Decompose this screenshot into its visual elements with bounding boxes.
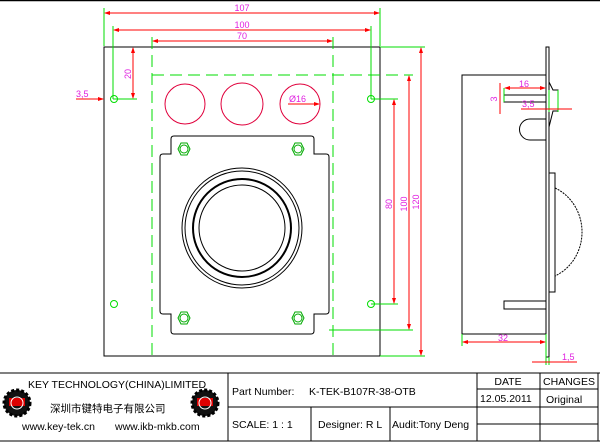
dim-plate-thickness: 1,5 [562,352,575,362]
part-number-label: Part Number: [232,386,294,398]
dim-hole-spacing-y: 80 [384,199,394,209]
dim-depth: 32 [498,333,508,343]
audit: Audit:Tony Deng [392,419,469,431]
dim-pin-length: 16 [519,79,529,89]
dim-knob-depth: 3,5 [522,99,535,109]
logo-left [2,388,32,418]
side-view: 16 3 3,5 32 1,5 [461,46,583,365]
company-name-cn: 深圳市键特电子有限公司 [50,402,166,415]
scale: SCALE: 1 : 1 [232,419,293,431]
led [519,118,546,141]
trackball [181,167,303,289]
bottom-bracket [503,300,547,310]
dim-hole-spacing-x: 100 [234,20,249,30]
dimension-lines [76,11,423,356]
front-panel-outline [103,46,381,357]
key-cap [548,81,559,128]
key-hole [164,83,206,125]
ball-bezel [548,172,556,293]
bolt-icon [177,311,191,325]
ball-dome [554,187,583,277]
dim-top-to-hole: 20 [123,69,133,79]
bolt-icon [291,142,305,156]
center-lines [103,8,425,357]
front-view: 107 100 70 20 3,5 Ø16 80 100 120 [76,3,425,357]
key-holes [164,82,321,126]
logo-right [190,388,220,418]
website-2: www.ikb-mkb.com [114,421,200,433]
company-name: KEY TECHNOLOGY(CHINA)LIMITED [28,379,207,391]
title-block: KEY TECHNOLOGY(CHINA)LIMITED 深圳市键特电子有限公司… [0,372,600,442]
mounting-bolts [177,142,305,325]
dim-ball-zone-width: 70 [237,31,247,41]
dim-zone-height: 100 [399,196,409,211]
side-body [461,74,547,335]
designer: Designer: R L [318,419,382,431]
bolt-icon [291,311,305,325]
trackball-module-outline [159,135,330,335]
dim-height-overall: 120 [411,194,421,209]
date-value: 12.05.2011 [480,393,532,405]
dim-key-diameter: Ø16 [289,94,306,104]
change-value: Original [546,394,582,406]
changes-header: CHANGES [543,376,595,388]
key-hole [279,83,321,125]
date-header: DATE [494,376,521,388]
bolt-icon [177,142,191,156]
dim-width-overall: 107 [234,3,249,13]
part-number: K-TEK-B107R-38-OTB [309,386,416,398]
key-hole [220,82,264,126]
website-1: www.key-tek.cn [21,421,95,433]
dim-pin-height: 3 [489,96,499,101]
dim-edge-to-hole: 3,5 [76,89,89,99]
